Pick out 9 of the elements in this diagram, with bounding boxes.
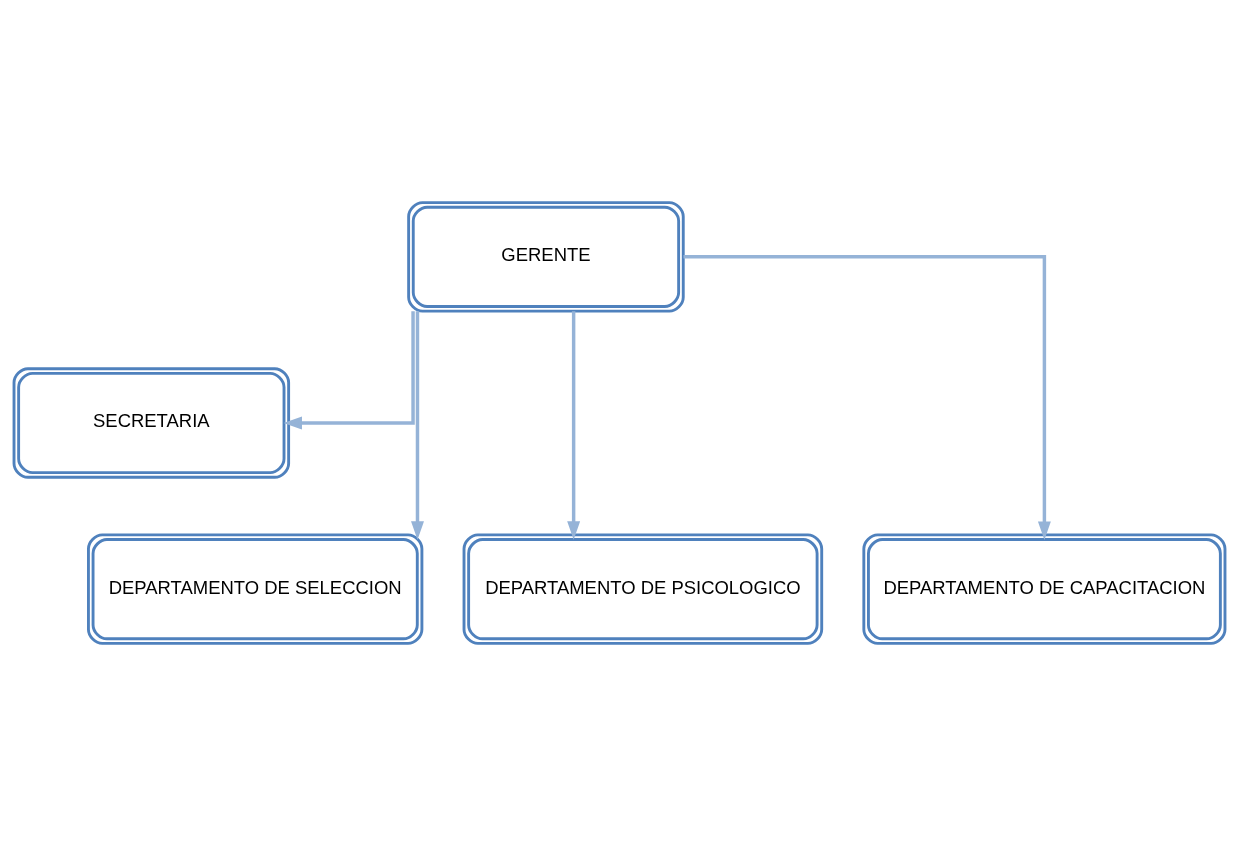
arrow	[566, 311, 580, 540]
arrow	[682, 255, 1051, 540]
node-box: DEPARTAMENTO DE CAPACITACION	[861, 533, 1226, 645]
node-box: DEPARTAMENTO DE SELECCION	[86, 533, 423, 645]
arrow	[410, 311, 424, 540]
node-box: GERENTE	[406, 201, 685, 313]
arrow	[282, 311, 415, 430]
node-box: DEPARTAMENTO DE PSICOLOGICO	[462, 533, 823, 645]
node-box: SECRETARIA	[12, 367, 290, 479]
